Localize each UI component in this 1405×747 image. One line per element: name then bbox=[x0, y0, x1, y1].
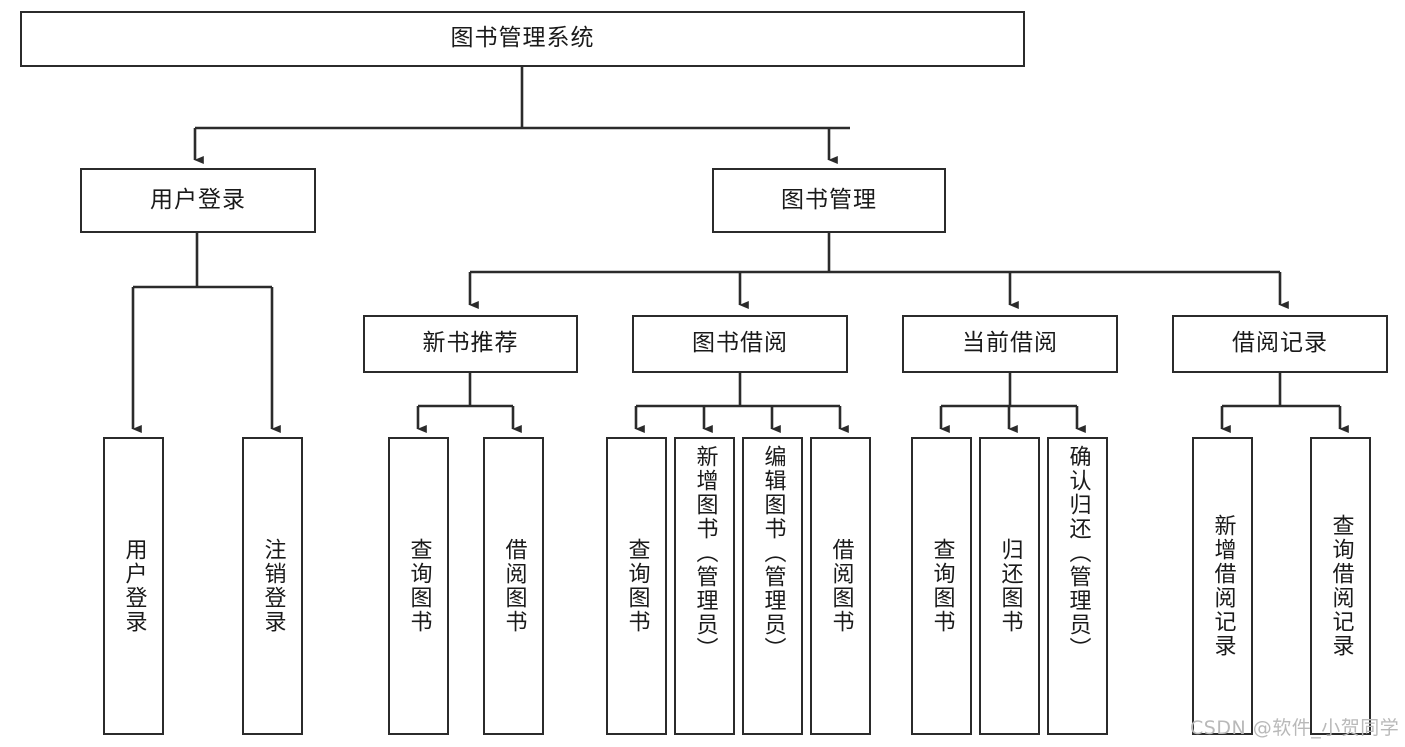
node-leaf-query-record[interactable]: 查询借阅记录 bbox=[1310, 437, 1371, 735]
node-leaf-borrow-book-1-label: 借阅图书 bbox=[501, 538, 527, 634]
node-borrow-record-label: 借阅记录 bbox=[1232, 330, 1328, 357]
node-new-book-recommend-label: 新书推荐 bbox=[422, 330, 519, 357]
node-leaf-logout-login-label: 注销登录 bbox=[260, 538, 286, 634]
node-leaf-user-login-label: 用户登录 bbox=[121, 538, 147, 634]
node-leaf-edit-book[interactable]: 编辑图书（管理员） bbox=[742, 437, 803, 735]
node-leaf-logout-login[interactable]: 注销登录 bbox=[242, 437, 303, 735]
node-leaf-confirm-return-label: 确认归还（管理员） bbox=[1065, 445, 1091, 661]
node-leaf-borrow-book-2-label: 借阅图书 bbox=[828, 538, 854, 634]
node-leaf-add-record[interactable]: 新增借阅记录 bbox=[1192, 437, 1253, 735]
node-book-borrow-label: 图书借阅 bbox=[692, 330, 788, 357]
node-root[interactable]: 图书管理系统 bbox=[20, 11, 1025, 67]
node-leaf-confirm-return[interactable]: 确认归还（管理员） bbox=[1047, 437, 1108, 735]
node-leaf-query-book-1-label: 查询图书 bbox=[406, 538, 432, 634]
node-leaf-add-book-label: 新增图书（管理员） bbox=[692, 445, 718, 661]
node-book-manage-label: 图书管理 bbox=[781, 186, 877, 213]
node-user-login-label: 用户登录 bbox=[150, 186, 246, 213]
node-leaf-user-login[interactable]: 用户登录 bbox=[103, 437, 164, 735]
node-leaf-query-book-2[interactable]: 查询图书 bbox=[606, 437, 667, 735]
node-leaf-query-book-2-label: 查询图书 bbox=[624, 538, 650, 634]
node-root-label: 图书管理系统 bbox=[450, 25, 595, 52]
node-leaf-return-book-label: 归还图书 bbox=[997, 538, 1023, 634]
node-book-manage[interactable]: 图书管理 bbox=[712, 168, 946, 233]
node-leaf-add-record-label: 新增借阅记录 bbox=[1210, 514, 1236, 658]
csdn-watermark: CSDN @软件_小贺同学 bbox=[1190, 717, 1400, 739]
node-current-borrow-label: 当前借阅 bbox=[962, 330, 1058, 357]
node-leaf-query-book-3-label: 查询图书 bbox=[929, 538, 955, 634]
node-borrow-record[interactable]: 借阅记录 bbox=[1172, 315, 1388, 373]
node-book-borrow[interactable]: 图书借阅 bbox=[632, 315, 848, 373]
node-user-login[interactable]: 用户登录 bbox=[80, 168, 316, 233]
node-leaf-add-book[interactable]: 新增图书（管理员） bbox=[674, 437, 735, 735]
node-new-book-recommend[interactable]: 新书推荐 bbox=[363, 315, 578, 373]
node-current-borrow[interactable]: 当前借阅 bbox=[902, 315, 1118, 373]
node-leaf-borrow-book-2[interactable]: 借阅图书 bbox=[810, 437, 871, 735]
node-leaf-query-book-1[interactable]: 查询图书 bbox=[388, 437, 449, 735]
node-leaf-borrow-book-1[interactable]: 借阅图书 bbox=[483, 437, 544, 735]
node-leaf-query-book-3[interactable]: 查询图书 bbox=[911, 437, 972, 735]
node-leaf-return-book[interactable]: 归还图书 bbox=[979, 437, 1040, 735]
node-leaf-query-record-label: 查询借阅记录 bbox=[1328, 514, 1354, 658]
node-leaf-edit-book-label: 编辑图书（管理员） bbox=[760, 445, 786, 661]
